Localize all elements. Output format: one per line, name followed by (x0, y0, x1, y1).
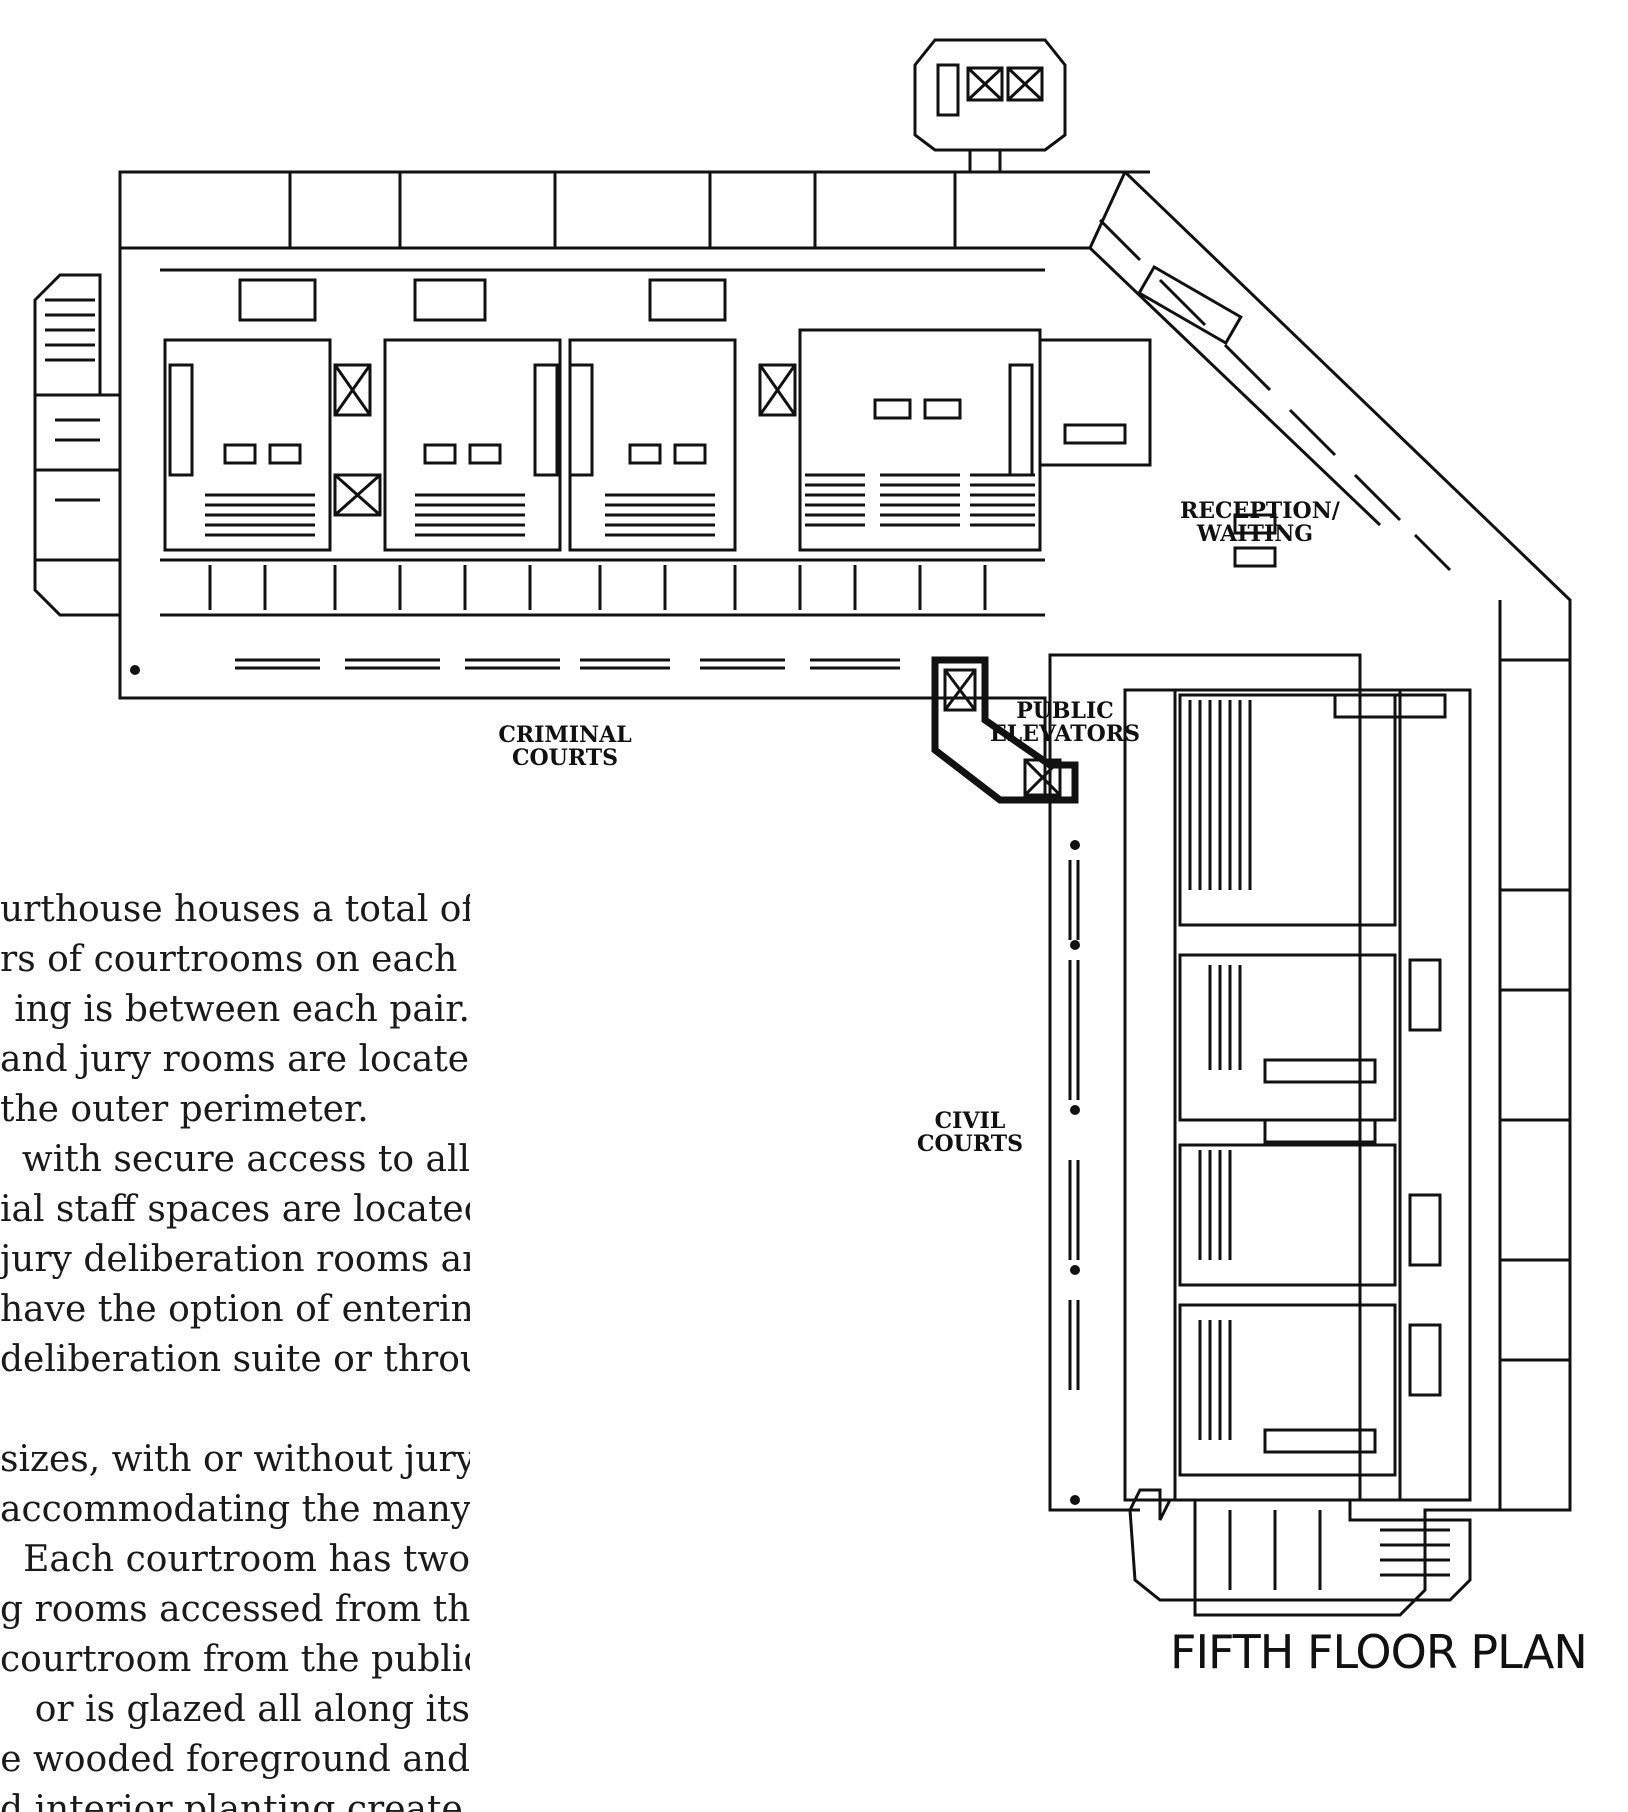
diagonal-conference-table (1137, 264, 1243, 346)
text-line: Each courtroom has two (23, 1539, 470, 1580)
text-line: jury deliberation rooms are (0, 1239, 470, 1280)
text-line: deliberation suite or through (0, 1339, 470, 1380)
text-line: courtroom from the public (0, 1639, 470, 1680)
civil-courts-label: CIVIL COURTS (905, 1108, 1035, 1158)
public-elevator-core (931, 656, 1079, 804)
text-line: e wooded foreground and (0, 1739, 470, 1780)
text-line: d interior planting create a (0, 1789, 470, 1812)
civil-courtroom-3 (1178, 1143, 1397, 1287)
text-line: urthouse houses a total of (0, 889, 470, 930)
text-line: ing is between each pair. (14, 989, 470, 1030)
reception-waiting-label-line1: RECEPTION/ (1180, 498, 1340, 524)
public-elevators-label-line1: PUBLIC (1016, 698, 1114, 724)
text-line: have the option of entering (0, 1289, 470, 1330)
west-stair-tower (33, 273, 102, 397)
secure-elevator (333, 473, 382, 517)
secure-elevator (758, 363, 797, 417)
north-elevator-car (1006, 66, 1044, 102)
civil-courts-label-line1: CIVIL (934, 1108, 1006, 1134)
civil-courtroom-2 (1178, 953, 1397, 1122)
body-text-column: urthouse houses a total of rs of courtro… (0, 885, 470, 1812)
civil-courts-label-line2: COURTS (916, 1131, 1023, 1158)
reception-room (1038, 338, 1152, 467)
reception-waiting-label-line2: WAITING (1196, 521, 1314, 548)
secure-elevator (333, 363, 372, 417)
north-elevator-tower (913, 38, 1067, 152)
paragraph-gap (0, 1385, 470, 1435)
text-line: the outer perimeter. (0, 1089, 369, 1130)
south-core (1128, 1488, 1472, 1602)
conference-room (413, 278, 487, 322)
text-line: accommodating the many (0, 1489, 470, 1530)
text-line: and jury rooms are located (0, 1039, 470, 1080)
conference-room (648, 278, 727, 322)
west-stair-lower (33, 558, 122, 617)
public-elevators-label: PUBLIC ELEVATORS (985, 698, 1145, 748)
civil-courtroom-4 (1178, 1303, 1397, 1477)
criminal-courts-label-line2: COURTS (511, 745, 618, 772)
north-elevator-car (966, 66, 1004, 102)
figure-title: FIFTH FLOOR PLAN (1170, 1625, 1588, 1679)
courtroom-4 (798, 328, 1042, 552)
criminal-courts-label: CRIMINAL COURTS (495, 722, 635, 772)
text-line: rs of courtrooms on each of (0, 939, 470, 980)
text-line: ial staff spaces are located (0, 1189, 470, 1230)
reception-waiting-label: RECEPTION/ WAITING (1180, 498, 1340, 548)
text-line: or is glazed all along its (34, 1689, 470, 1730)
text-line: g rooms accessed from the (0, 1589, 470, 1630)
civil-wing-outline (1048, 800, 1140, 1512)
text-line: with secure access to all (21, 1139, 470, 1180)
criminal-courts-label-line1: CRIMINAL (498, 722, 632, 748)
conference-room (238, 278, 317, 322)
civil-courtroom-1 (1178, 693, 1397, 927)
courtroom-2 (383, 338, 562, 552)
corridor-bench (235, 658, 320, 670)
courtroom-1 (163, 338, 332, 552)
text-line: sizes, with or without jury (0, 1439, 470, 1480)
public-elevators-label-line2: ELEVATORS (990, 721, 1140, 748)
